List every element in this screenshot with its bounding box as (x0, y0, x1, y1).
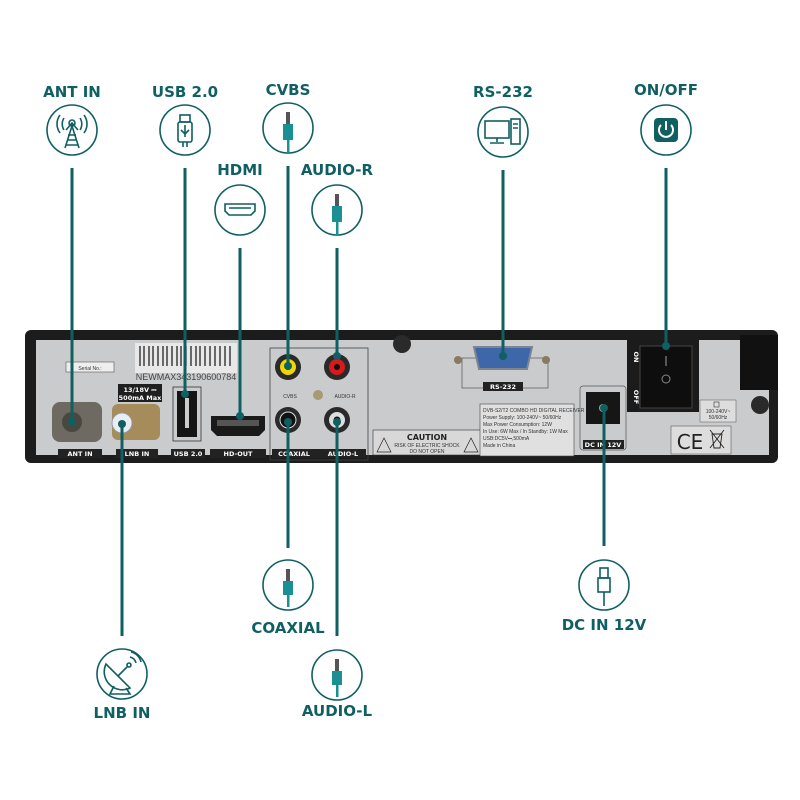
antenna-tower-icon (56, 114, 88, 149)
warning-icon (376, 437, 392, 453)
spec-line: Power Supply: 100-240V~ 50/60Hz (483, 415, 562, 421)
callout-coaxial: COAXIAL (251, 559, 325, 637)
spec-line: DVB-S2/T2 COMBO HD DIGITAL RECEIVER (483, 408, 585, 414)
spec-line: In Use: 6W Max / In Standby: 1W Max (483, 429, 568, 435)
audio-plug-icon (332, 194, 342, 236)
callout-audio-l: AUDIO-L (302, 649, 373, 720)
callout-ant-in: ANT IN (43, 83, 101, 156)
ce-mark: CE (677, 430, 704, 454)
caution-title: CAUTION (407, 433, 447, 442)
callout-label: ON/OFF (634, 81, 698, 99)
callout-label: ANT IN (43, 83, 101, 101)
callout-label: USB 2.0 (152, 83, 218, 101)
callout-lnb-in: LNB IN (94, 648, 151, 722)
callout-cvbs: CVBS (262, 81, 314, 154)
callout-label: DC IN 12V (562, 616, 647, 634)
switch-off-label: OFF (632, 390, 640, 404)
serial-label: Serial No.: (78, 366, 101, 372)
audio-plug-icon (283, 569, 293, 607)
switch-on-label: ON (632, 352, 640, 363)
hdmi-icon (224, 203, 256, 216)
audio-l-label: AUDIO-L (328, 450, 358, 458)
rs232-label: RS-232 (490, 383, 516, 391)
callout-dc-in: DC IN 12V (562, 559, 647, 634)
computer-icon (484, 118, 521, 145)
callout-label: RS-232 (473, 83, 533, 101)
hd-out-label: HD-OUT (224, 450, 253, 458)
usb-icon (177, 114, 193, 147)
rca-plug-icon (283, 112, 293, 154)
receiver-back-panel: Serial No.: NEWMAX343190600784 13/18V ⎓ … (25, 330, 778, 463)
coaxial-label: COAXIAL (278, 450, 310, 458)
cvbs-label: CVBS (283, 394, 297, 400)
callout-audio-r: AUDIO-R (301, 161, 374, 236)
screw-icon (751, 396, 769, 414)
caution-text: RISK OF ELECTRIC SHOCK (394, 443, 460, 449)
lnb-spec: 13/18V ⎓ (124, 386, 158, 394)
lnb-in-label: LNB IN (125, 450, 150, 458)
screw-icon (393, 335, 411, 353)
spec-label (479, 403, 575, 457)
caution-text: DO NOT OPEN (410, 449, 445, 455)
satellite-dish-icon (103, 651, 142, 695)
audio-r-label: AUDIO-R (334, 394, 356, 400)
spec-line: USB:DC5V⎓,500mA (483, 436, 530, 442)
audio-plug-icon (332, 659, 342, 697)
callout-usb: USB 2.0 (152, 83, 218, 156)
usb-label: USB 2.0 (174, 450, 203, 458)
double-insulation-icon (713, 401, 720, 408)
callout-label: LNB IN (94, 704, 151, 722)
dc-plug-icon (597, 567, 611, 606)
callout-hdmi: HDMI (214, 161, 266, 236)
spec-line: Made in China (483, 443, 515, 449)
leader-lines (68, 166, 670, 636)
callout-label: AUDIO-L (302, 702, 373, 720)
voltage-label: 100-240V~ (706, 409, 731, 415)
weee-bin-icon (709, 429, 725, 449)
callout-rs232: RS-232 (473, 83, 533, 158)
spec-line: Max Power Consumption: 12W (483, 422, 552, 428)
warning-icon (463, 437, 479, 453)
voltage-label: 50/60Hz (709, 415, 728, 421)
lnb-spec: 500mA Max (119, 394, 162, 402)
callout-label: HDMI (217, 161, 263, 179)
callout-label: AUDIO-R (301, 161, 374, 179)
callout-on-off: ON/OFF (634, 81, 698, 156)
power-switch[interactable] (639, 345, 693, 409)
callout-label: COAXIAL (251, 619, 325, 637)
callout-label: CVBS (266, 81, 311, 99)
ant-in-label: ANT IN (67, 450, 92, 458)
power-icon (654, 118, 678, 142)
